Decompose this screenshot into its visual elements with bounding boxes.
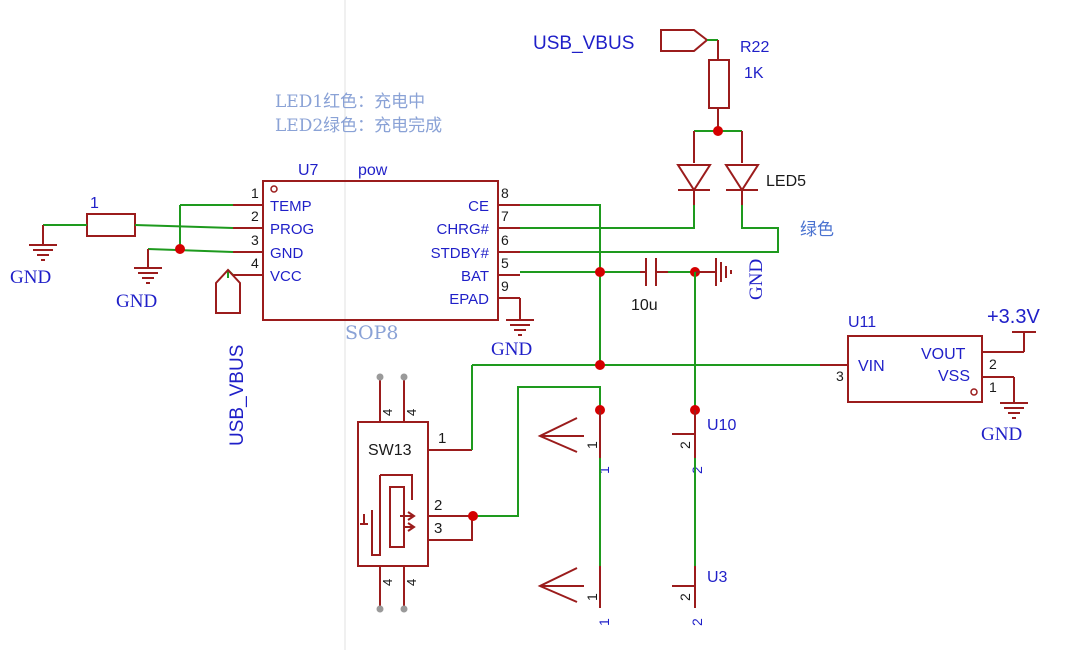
u10-pin1-net: 1 — [596, 466, 612, 474]
prog-resistor[interactable]: 1 — [86, 195, 136, 237]
sw13-pin4-num: 4 — [380, 579, 395, 586]
gnd-symbol-u11: GND — [981, 377, 1028, 445]
prog-resistor-value: 1 — [90, 195, 99, 212]
u7-value: pow — [358, 162, 388, 179]
u7-pin7-num: 7 — [501, 208, 509, 224]
u10-pin2-num: 2 — [677, 441, 693, 449]
sw13-pin1-num: 1 — [438, 430, 446, 447]
u7-pin-epad: EPAD — [449, 291, 489, 308]
usb-vbus-label-vertical: USB_VBUS — [227, 345, 248, 446]
u7-pin9-num: 9 — [501, 278, 509, 294]
v33-power-symbol: +3.3V — [987, 306, 1040, 352]
gnd-label-u11: GND — [981, 424, 1022, 445]
u7-pin8-num: 8 — [501, 185, 509, 201]
u7-pin3-num: 3 — [251, 232, 259, 248]
u7-pin-temp: TEMP — [270, 198, 312, 215]
u7-body — [262, 180, 499, 321]
u11-pin-vin: VIN — [858, 358, 885, 375]
junction — [595, 267, 605, 277]
note-led2: LED2绿色：充电完成 — [275, 116, 442, 136]
usb-vbus-port-top: USB_VBUS — [533, 29, 709, 54]
pin1-marker — [270, 185, 278, 193]
green-led-note: 绿色 — [800, 220, 834, 240]
sw13-pin2-num: 2 — [434, 497, 442, 514]
u7-pin-bat: BAT — [461, 268, 489, 285]
u7-pin4-num: 4 — [251, 255, 259, 271]
led5-ref: LED5 — [766, 173, 806, 190]
gnd-label-epad: GND — [491, 339, 532, 360]
u7-ref: U7 — [298, 162, 319, 179]
led5-dual-led[interactable]: LED5 — [676, 131, 806, 205]
gnd-label-cap: GND — [746, 259, 767, 300]
u11-pin1-marker — [970, 388, 978, 396]
cap-value: 10u — [631, 297, 658, 314]
u3-pin2-net: 2 — [689, 618, 705, 626]
gnd-label-mid: GND — [116, 291, 157, 312]
u10-pin1-num: 1 — [584, 441, 600, 449]
u10-pin2-net: 2 — [689, 466, 705, 474]
note-led1: LED1红色：充电中 — [275, 92, 425, 112]
sw13-pin4-num: 4 — [380, 409, 395, 416]
u11-pin-vout: VOUT — [921, 346, 966, 363]
gnd-label-left: GND — [10, 267, 51, 288]
junction — [468, 511, 478, 521]
u11-pin-vss: VSS — [938, 368, 970, 385]
u3-pin1-num: 1 — [584, 593, 600, 601]
sw13-slide-switch[interactable]: SW13 4 4 4 4 1 2 3 — [357, 373, 473, 613]
u7-pin5-num: 5 — [501, 255, 509, 271]
sw13-ref: SW13 — [368, 442, 412, 459]
sw13-pin4-num: 4 — [404, 579, 419, 586]
u7-pin6-num: 6 — [501, 232, 509, 248]
u10-connector[interactable]: 1 1 2 2 U10 — [537, 410, 736, 474]
v33-label: +3.3V — [987, 306, 1040, 328]
junction — [175, 244, 185, 254]
u11-pin2-num: 2 — [989, 356, 997, 372]
u3-pin2-num: 2 — [677, 593, 693, 601]
r22-ref: R22 — [740, 39, 769, 56]
u3-ref: U3 — [707, 569, 728, 586]
u7-pin-gnd: GND — [270, 245, 304, 262]
u11-regulator[interactable]: U11 3 VIN VOUT VSS 2 1 — [836, 314, 1024, 403]
u7-pin-stdby: STDBY# — [431, 245, 490, 262]
gnd-symbol-left: GND — [10, 225, 57, 288]
u7-package: SOP8 — [345, 322, 398, 344]
gnd-symbol-mid: GND — [116, 249, 162, 312]
sw13-pin3-num: 3 — [434, 520, 442, 537]
r22-value: 1K — [744, 65, 764, 82]
u7-pin-ce: CE — [468, 198, 489, 215]
sw13-pin4-num: 4 — [404, 409, 419, 416]
junction — [595, 360, 605, 370]
bat-capacitor[interactable]: 10u — [631, 258, 668, 314]
u11-pin3-num: 3 — [836, 368, 844, 384]
u10-ref: U10 — [707, 417, 736, 434]
gnd-symbol-epad: GND — [491, 298, 534, 360]
u3-connector[interactable]: 1 1 2 2 U3 — [537, 566, 728, 626]
u11-ref: U11 — [848, 314, 876, 331]
u7-pin1-num: 1 — [251, 185, 259, 201]
junction — [713, 126, 723, 136]
u3-pin1-net: 1 — [596, 618, 612, 626]
u7-charger-ic[interactable]: U7 pow SOP8 1 2 3 4 TEMP PROG GND VCC 8 … — [233, 162, 520, 344]
u11-pin1-num: 1 — [989, 379, 997, 395]
u7-pin-chrg: CHRG# — [436, 221, 489, 238]
usb-vbus-label-top: USB_VBUS — [533, 33, 634, 54]
u7-pin-vcc: VCC — [270, 268, 302, 285]
u7-pin-prog: PROG — [270, 221, 314, 238]
gnd-symbol-cap: GND — [715, 258, 767, 300]
u7-pin2-num: 2 — [251, 208, 259, 224]
usb-vbus-port-vertical: USB_VBUS — [215, 268, 248, 446]
